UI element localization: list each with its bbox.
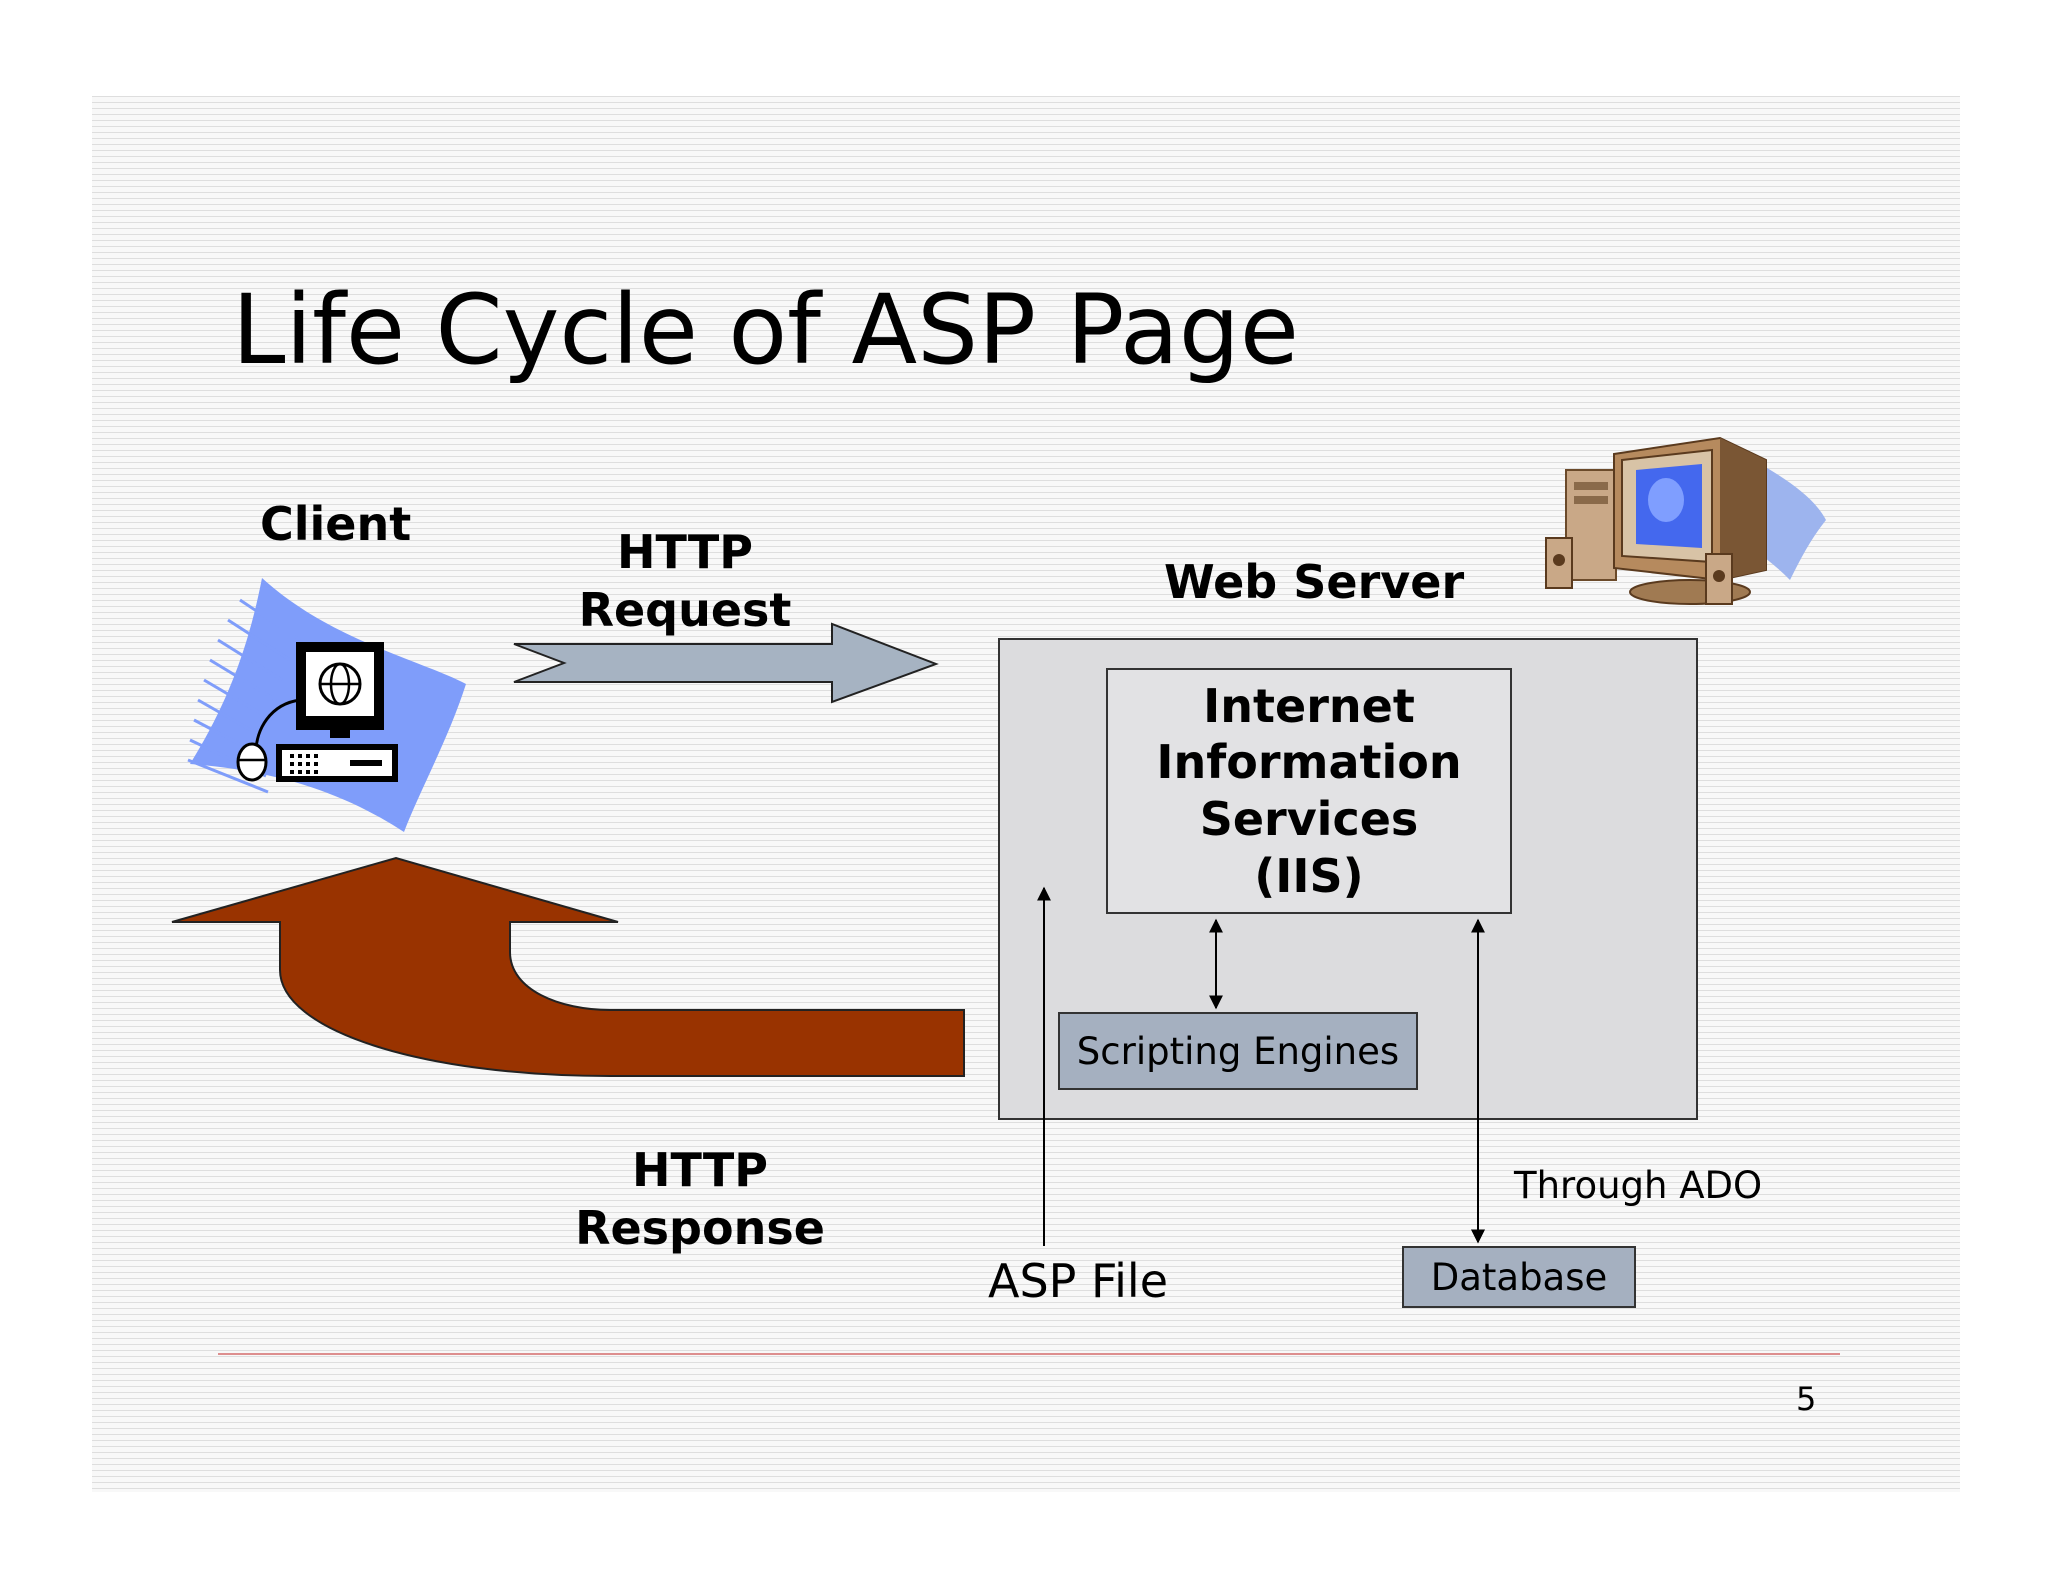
- http-response-arrow: [171, 856, 965, 1077]
- http-response-label: HTTP Response: [575, 1143, 825, 1255]
- iis-box: Internet Information Services (IIS): [1106, 668, 1512, 914]
- iis-label: Internet Information Services (IIS): [1156, 678, 1462, 903]
- web-server-label: Web Server: [1164, 555, 1465, 609]
- http-request-arrow: [513, 622, 939, 704]
- scripting-engines-box: Scripting Engines: [1058, 1012, 1418, 1090]
- asp-file-label: ASP File: [988, 1254, 1169, 1308]
- page-number: 5: [1796, 1380, 1817, 1418]
- client-computer-icon: [187, 578, 466, 832]
- database-box: Database: [1402, 1246, 1636, 1308]
- server-computer-icon: [1545, 436, 1826, 605]
- client-label: Client: [260, 497, 412, 551]
- page-title: Life Cycle of ASP Page: [232, 274, 1299, 386]
- footer-rule: [218, 1353, 1840, 1355]
- http-request-label: HTTP Request: [578, 525, 792, 637]
- through-ado-label: Through ADO: [1514, 1164, 1763, 1207]
